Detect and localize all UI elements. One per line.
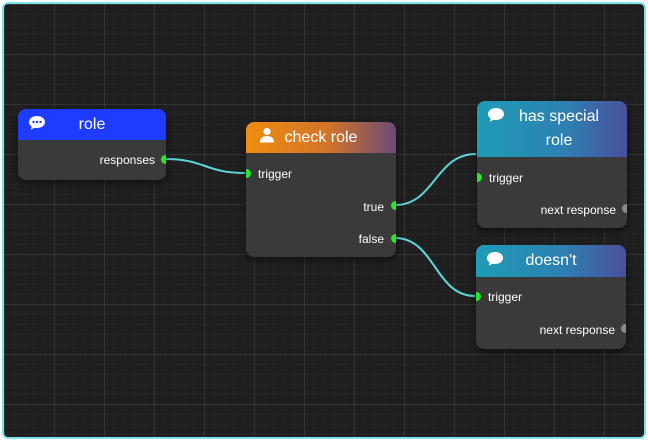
output-label-responses: responses xyxy=(99,153,155,167)
chat-bubble-icon xyxy=(488,108,504,122)
input-port-trigger[interactable] xyxy=(476,292,481,301)
node-title: role xyxy=(78,115,106,133)
output-label-false: false xyxy=(358,232,384,246)
user-icon xyxy=(260,127,274,143)
node-title: check role xyxy=(284,128,358,146)
output-label-next-response: next response xyxy=(540,203,616,217)
node-role-header[interactable]: role xyxy=(18,109,166,140)
node-role[interactable]: role responses xyxy=(18,109,166,180)
output-label-true: true xyxy=(363,200,384,214)
node-doesnt[interactable]: doesn't trigger next response xyxy=(476,245,626,349)
input-label-trigger: trigger xyxy=(489,171,524,185)
node-has-special-role-header[interactable]: has special role xyxy=(477,101,627,157)
chat-bubble-icon xyxy=(487,252,503,266)
output-port-next-response[interactable] xyxy=(621,324,626,333)
input-port-trigger[interactable] xyxy=(246,169,251,178)
output-port-false[interactable] xyxy=(391,234,396,243)
node-check-role[interactable]: check role trigger true false xyxy=(246,122,396,257)
node-title-line-1: has special xyxy=(518,108,600,125)
node-title: doesn't xyxy=(525,252,577,269)
node-has-special-role[interactable]: has special role trigger next response xyxy=(477,101,627,228)
output-port-true[interactable] xyxy=(391,201,396,210)
chat-bubble-icon xyxy=(29,116,45,130)
input-label-trigger: trigger xyxy=(488,290,523,304)
output-port-next-response[interactable] xyxy=(622,204,627,213)
node-title-line-2: role xyxy=(545,132,573,149)
output-label-next-response: next response xyxy=(539,323,615,337)
input-port-trigger[interactable] xyxy=(477,173,482,182)
node-check-role-header[interactable]: check role xyxy=(246,122,396,153)
node-doesnt-header[interactable]: doesn't xyxy=(476,245,626,277)
input-label-trigger: trigger xyxy=(258,167,293,181)
output-port-responses[interactable] xyxy=(161,155,166,164)
